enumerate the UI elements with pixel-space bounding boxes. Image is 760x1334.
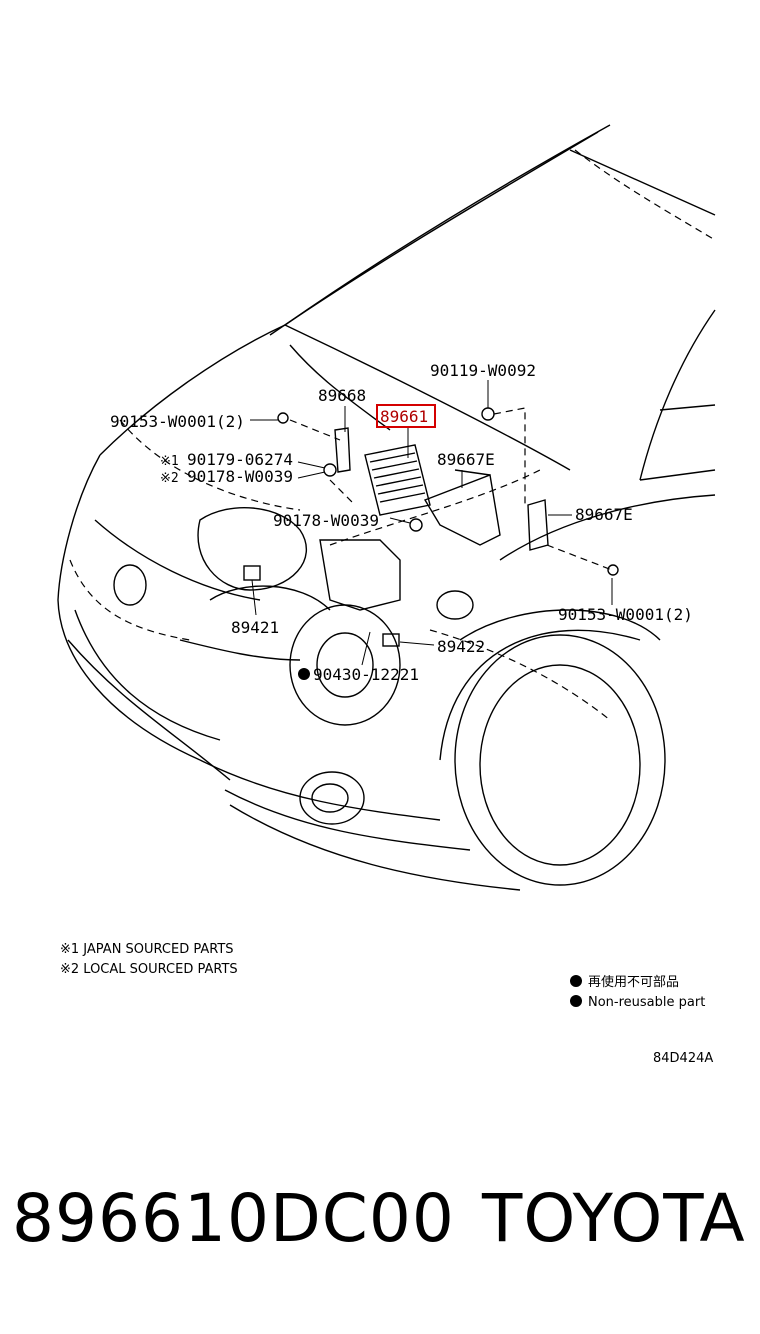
callout-89422[interactable]: 89422 xyxy=(437,637,485,656)
callout-90178-w0039-b[interactable]: 90178-W0039 xyxy=(273,511,379,530)
car-body-outline xyxy=(57,124,716,891)
brand-name: TOYOTA xyxy=(482,1180,746,1257)
mark-japan-sourced: ※1 xyxy=(160,454,179,469)
legend: 再使用不可部品 Non-reusable part xyxy=(570,974,705,1010)
callout-89667e-b[interactable]: 89667E xyxy=(575,505,633,524)
footer: 896610DC00 TOYOTA xyxy=(0,1180,760,1290)
legend-text-jp: 再使用不可部品 xyxy=(588,974,679,990)
callout-labels: 90119-W0092 89668 89661 90153-W0001(2) ※… xyxy=(110,361,693,684)
note-local-sourced: ※2 LOCAL SOURCED PARTS xyxy=(60,962,238,977)
leader-lines xyxy=(250,380,613,666)
callout-89668[interactable]: 89668 xyxy=(318,386,366,405)
callout-90153-w0001-top[interactable]: 90153-W0001(2) xyxy=(110,412,245,431)
legend-text-en: Non-reusable part xyxy=(588,995,705,1010)
parts-diagram: 90119-W0092 89668 89661 90153-W0001(2) ※… xyxy=(57,124,716,1066)
callout-90178-w0039-a[interactable]: 90178-W0039 xyxy=(187,467,293,486)
callout-90119-w0092[interactable]: 90119-W0092 xyxy=(430,361,536,380)
mark-local-sourced: ※2 xyxy=(160,471,179,486)
callout-90153-w0001-bottom[interactable]: 90153-W0001(2) xyxy=(558,605,693,624)
diagram-code: 84D424A xyxy=(653,1051,713,1066)
notes: ※1 JAPAN SOURCED PARTS ※2 LOCAL SOURCED … xyxy=(60,942,238,977)
callout-89421[interactable]: 89421 xyxy=(231,618,279,637)
non-reusable-bullet xyxy=(298,668,310,680)
callout-90179-06274[interactable]: 90179-06274 xyxy=(187,450,293,469)
callout-89661-highlight xyxy=(376,404,436,428)
callout-90430-12221[interactable]: 90430-12221 xyxy=(313,665,419,684)
callout-89667e-a[interactable]: 89667E xyxy=(437,450,495,469)
legend-bullet-jp xyxy=(570,975,582,987)
note-japan-sourced: ※1 JAPAN SOURCED PARTS xyxy=(60,942,234,957)
callout-89661[interactable]: 89661 xyxy=(380,407,428,426)
part-number: 896610DC00 xyxy=(12,1180,455,1257)
legend-bullet-en xyxy=(570,995,582,1007)
